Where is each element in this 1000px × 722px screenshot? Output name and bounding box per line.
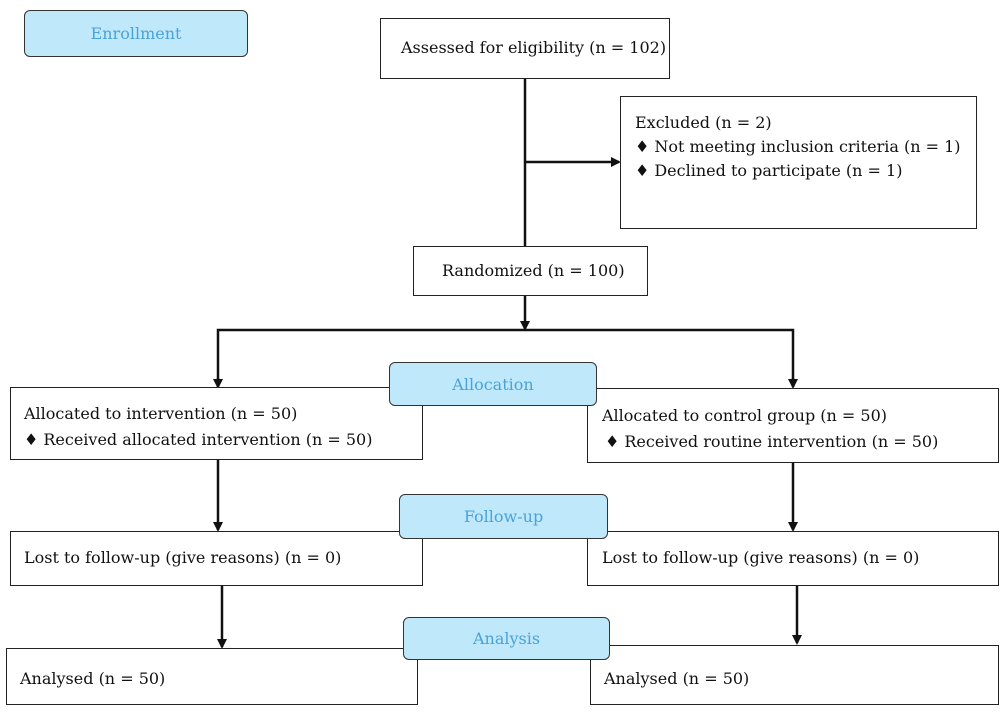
intervention-received-label: Received allocated intervention (n = 50) [43,430,373,449]
excluded-item: ♦Declined to participate (n = 1) [635,161,902,181]
stage-allocation: Allocation [389,362,597,406]
intervention-analysed-box: Analysed (n = 50) [6,648,418,705]
intervention-analysed-label: Analysed (n = 50) [20,669,166,688]
line-split [216,328,795,385]
stage-enrollment: Enrollment [24,10,248,57]
stage-allocation-label: Allocation [452,374,534,394]
excluded-title: Excluded (n = 2) [635,113,772,132]
stage-enrollment-label: Enrollment [90,24,182,43]
intervention-allocated-label: Allocated to intervention (n = 50) [24,404,298,423]
intervention-lost-box: Lost to follow-up (give reasons) (n = 0) [10,531,423,586]
diamond-bullet-icon: ♦ [24,430,39,449]
stage-follow-up: Follow-up [399,494,608,539]
excluded-item-label: Not meeting inclusion criteria (n = 1) [654,137,961,156]
randomized-label: Randomized (n = 100) [442,261,625,280]
intervention-received: ♦Received allocated intervention (n = 50… [24,430,372,450]
control-analysed-box: Analysed (n = 50) [590,645,999,705]
diamond-bullet-icon: ♦ [605,432,620,451]
diamond-bullet-icon: ♦ [635,161,650,180]
control-lost-label: Lost to follow-up (give reasons) (n = 0) [602,548,920,567]
control-received-label: Received routine intervention (n = 50) [624,432,939,451]
intervention-allocated-box: Allocated to intervention (n = 50) ♦Rece… [10,387,423,460]
control-allocated-box: Allocated to control group (n = 50) ♦Rec… [587,388,999,463]
excluded-item: ♦Not meeting inclusion criteria (n = 1) [635,137,961,157]
assessed-label: Assessed for eligibility (n = 102) [401,38,667,57]
stage-follow-up-label: Follow-up [463,507,544,526]
excluded-box: Excluded (n = 2) ♦Not meeting inclusion … [620,96,977,229]
control-allocated-label: Allocated to control group (n = 50) [602,406,887,425]
randomized-box: Randomized (n = 100) [413,246,648,296]
stage-analysis-label: Analysis [472,629,541,648]
assessed-box: Assessed for eligibility (n = 102) [380,18,670,79]
control-analysed-label: Analysed (n = 50) [604,669,750,688]
stage-analysis: Analysis [403,617,610,660]
intervention-lost-label: Lost to follow-up (give reasons) (n = 0) [24,548,342,567]
excluded-item-label: Declined to participate (n = 1) [654,161,903,180]
control-received: ♦Received routine intervention (n = 50) [605,432,938,452]
diamond-bullet-icon: ♦ [635,137,650,156]
control-lost-box: Lost to follow-up (give reasons) (n = 0) [587,531,999,586]
